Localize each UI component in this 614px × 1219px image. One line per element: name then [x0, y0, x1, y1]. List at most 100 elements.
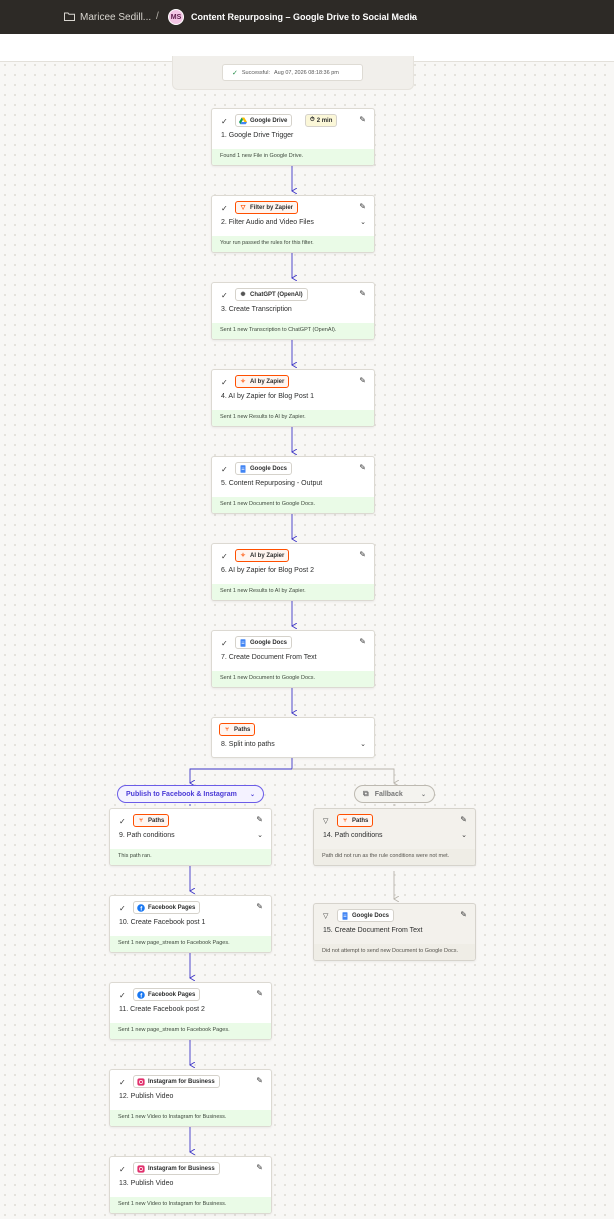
pencil-icon[interactable]: ✎: [256, 1076, 263, 1085]
branch-pill-publish[interactable]: Publish to Facebook & Instagram ⌄: [117, 785, 264, 803]
check-icon: ✓: [232, 69, 238, 77]
check-icon: ✓: [221, 465, 228, 474]
pencil-icon[interactable]: ✎: [256, 902, 263, 911]
step-card-10[interactable]: ✓ f Facebook Pages ✎ 10. Create Facebook…: [109, 895, 272, 953]
pencil-icon[interactable]: ✎: [359, 115, 366, 124]
step-card-15[interactable]: ▽ Google Docs ✎ 15. Create Document From…: [313, 903, 476, 961]
pencil-icon[interactable]: ✎: [460, 815, 467, 824]
check-icon: ✓: [221, 291, 228, 300]
check-icon: ✓: [221, 639, 228, 648]
check-icon: ✓: [221, 552, 228, 561]
app-pill: f Facebook Pages: [133, 988, 201, 1001]
step-card-3[interactable]: ✓ ✺ ChatGPT (OpenAI) ✎ 3. Create Transcr…: [211, 282, 375, 340]
step-result: Found 1 new File in Google Drive.: [212, 149, 374, 165]
step-card-11[interactable]: ✓ f Facebook Pages ✎ 11. Create Facebook…: [109, 982, 272, 1040]
chevron-down-icon[interactable]: ⌄: [409, 11, 416, 20]
clock-icon: ⏱: [310, 117, 315, 123]
app-name: Facebook Pages: [148, 991, 196, 998]
step-title: 3. Create Transcription: [221, 306, 292, 313]
app-name: Google Docs: [250, 639, 288, 646]
step-card-13[interactable]: ✓ Instagram for Business ✎ 13. Publish V…: [109, 1156, 272, 1214]
chevron-down-icon[interactable]: ⌄: [360, 741, 366, 748]
pencil-icon[interactable]: ✎: [256, 815, 263, 824]
folder-icon[interactable]: [64, 12, 75, 21]
step-card-1[interactable]: ✓ Google Drive ⏱ 2 min ✎ 1. Google Drive…: [211, 108, 375, 166]
run-status-badge[interactable]: ✓ Successful: Aug 07, 2026 08:18:36 pm: [222, 64, 363, 81]
step-result: Sent 1 new Document to Google Docs.: [212, 497, 374, 513]
check-icon: ✓: [119, 1165, 126, 1174]
app-name: AI by Zapier: [250, 378, 285, 385]
pencil-icon[interactable]: ✎: [256, 989, 263, 998]
filter-icon: ▽: [323, 913, 329, 920]
folder-name[interactable]: Maricee Sedill...: [80, 12, 152, 23]
pencil-icon[interactable]: ✎: [359, 550, 366, 559]
pencil-icon[interactable]: ✎: [359, 463, 366, 472]
chevron-down-icon[interactable]: ⌄: [249, 791, 255, 798]
app-name: AI by Zapier: [250, 552, 285, 559]
step-card-2[interactable]: ✓ ▽ Filter by Zapier ✎ 2. Filter Audio a…: [211, 195, 375, 253]
app-name: Instagram for Business: [148, 1078, 215, 1085]
chevron-down-icon[interactable]: ⌄: [360, 219, 366, 226]
svg-text:f: f: [140, 993, 143, 998]
step-title: 11. Create Facebook post 2: [119, 1006, 205, 1013]
pencil-icon[interactable]: ✎: [256, 1163, 263, 1172]
step-title: 9. Path conditions: [119, 832, 175, 839]
avatar[interactable]: MS: [168, 9, 184, 25]
step-title: 8. Split into paths: [221, 741, 275, 748]
run-status-label: Successful:: [241, 69, 270, 76]
branch-label: Fallback: [374, 790, 403, 798]
pencil-icon[interactable]: ✎: [359, 376, 366, 385]
app-pill: Google Docs: [337, 909, 395, 922]
branch-label: Publish to Facebook & Instagram: [126, 790, 237, 798]
branch-pill-fallback[interactable]: ⧉ Fallback ⌄: [354, 785, 435, 803]
app-pill: Google Docs: [235, 462, 293, 475]
app-name: Filter by Zapier: [250, 204, 294, 211]
app-pill: Google Docs: [235, 636, 293, 649]
step-result: Sent 1 new page_stream to Facebook Pages…: [110, 1023, 271, 1039]
step-card-4[interactable]: ✓ ✧ AI by Zapier ✎ 4. AI by Zapier for B…: [211, 369, 375, 427]
app-pill: ⑂ Paths: [133, 814, 170, 827]
step-card-7[interactable]: ✓ Google Docs ✎ 7. Create Document From …: [211, 630, 375, 688]
step-title: 7. Create Document From Text: [221, 654, 317, 661]
app-pill: f Facebook Pages: [133, 901, 201, 914]
pencil-icon[interactable]: ✎: [460, 910, 467, 919]
paths-icon: ⑂: [139, 817, 143, 824]
step-result: Sent 1 new Results to AI by Zapier.: [212, 410, 374, 426]
step-title: 12. Publish Video: [119, 1093, 174, 1100]
step-result: Sent 1 new Document to Google Docs.: [212, 671, 374, 687]
step-card-12[interactable]: ✓ Instagram for Business ✎ 12. Publish V…: [109, 1069, 272, 1127]
step-title: 5. Content Repurposing - Output: [221, 480, 323, 487]
check-icon: ✓: [119, 817, 126, 826]
zap-title[interactable]: Content Repurposing – Google Drive to So…: [191, 12, 418, 22]
check-icon: ✓: [221, 378, 228, 387]
app-pill: Google Drive: [235, 114, 293, 127]
app-pill: Instagram for Business: [133, 1162, 220, 1175]
chevron-down-icon[interactable]: ⌄: [461, 832, 467, 839]
step-card-9[interactable]: ✓ ⑂ Paths ✎ 9. Path conditions ⌄ This pa…: [109, 808, 272, 866]
step-card-6[interactable]: ✓ ✧ AI by Zapier ✎ 6. AI by Zapier for B…: [211, 543, 375, 601]
step-card-8[interactable]: ⑂ Paths 8. Split into paths ⌄: [211, 717, 375, 758]
step-card-14[interactable]: ▽ ⑂ Paths ✎ 14. Path conditions ⌄ Path d…: [313, 808, 476, 866]
step-card-5[interactable]: ✓ Google Docs ✎ 5. Content Repurposing -…: [211, 456, 375, 514]
chevron-down-icon[interactable]: ⌄: [420, 791, 426, 798]
chevron-down-icon[interactable]: ⌄: [257, 832, 263, 839]
pencil-icon[interactable]: ✎: [359, 289, 366, 298]
paths-icon: ⑂: [225, 726, 229, 733]
app-pill: ✧ AI by Zapier: [235, 549, 290, 562]
app-pill: ▽ Filter by Zapier: [235, 201, 299, 214]
step-result: Sent 1 new Results to AI by Zapier.: [212, 584, 374, 600]
step-result: This path ran.: [110, 849, 271, 865]
fallback-icon: ⧉: [363, 789, 369, 798]
app-name: Google Docs: [250, 465, 288, 472]
google-drive-icon: [239, 117, 247, 124]
check-icon: ✓: [119, 904, 126, 913]
step-title: 13. Publish Video: [119, 1180, 174, 1187]
step-result: Your run passed the rules for this filte…: [212, 236, 374, 252]
app-name: Paths: [352, 817, 369, 824]
app-pill: ⑂ Paths: [219, 723, 256, 736]
step-title: 4. AI by Zapier for Blog Post 1: [221, 393, 314, 400]
step-title: 10. Create Facebook post 1: [119, 919, 206, 926]
pencil-icon[interactable]: ✎: [359, 202, 366, 211]
app-name: Instagram for Business: [148, 1165, 215, 1172]
pencil-icon[interactable]: ✎: [359, 637, 366, 646]
